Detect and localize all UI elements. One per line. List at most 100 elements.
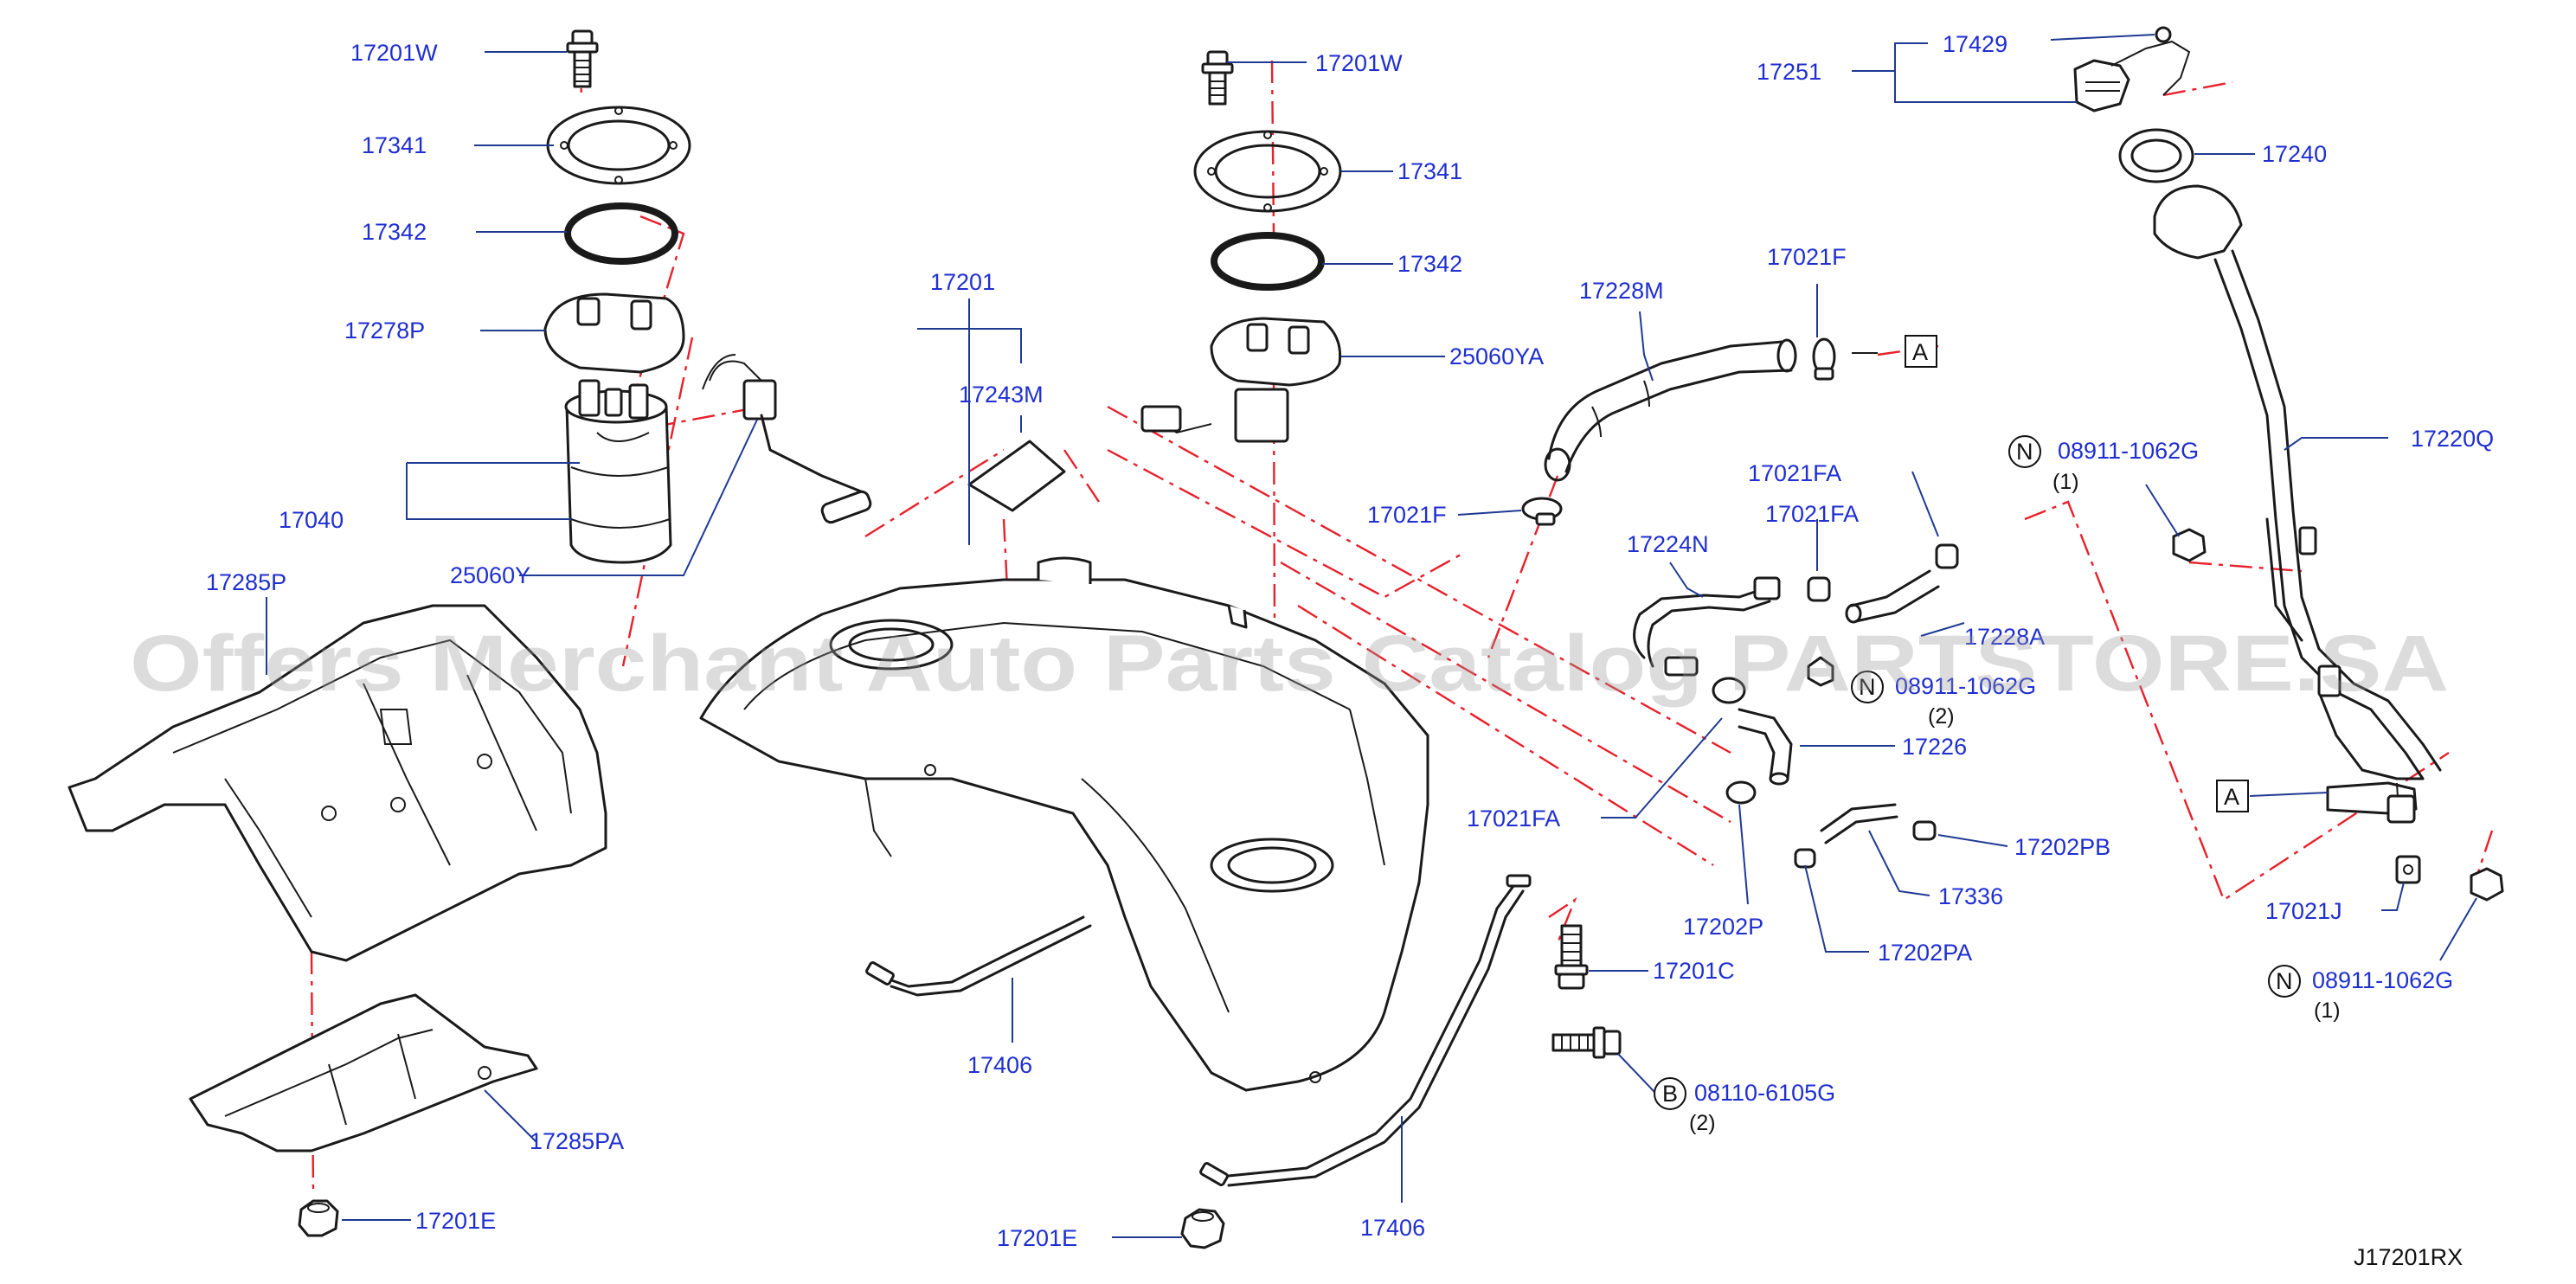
callout-b-letter: B bbox=[1662, 1081, 1678, 1107]
flange-nut-icon bbox=[1807, 656, 1834, 687]
tank-insulator-pad-icon bbox=[967, 440, 1066, 512]
filler-neck-tube-icon bbox=[2153, 184, 2442, 824]
label-17226: 17226 bbox=[1902, 734, 1967, 760]
label-17336: 17336 bbox=[1938, 883, 2003, 909]
label-17021fa-3: 17021FA bbox=[1467, 806, 1560, 831]
nut-icon bbox=[298, 1199, 339, 1237]
label-17021fa-2: 17021FA bbox=[1765, 501, 1859, 527]
callout-b: B bbox=[1654, 1077, 1686, 1110]
diagram-code: J17201RX bbox=[2354, 1244, 2463, 1270]
part-labels: 17201W 17341 17342 17278P 17040 25060Y 1… bbox=[206, 31, 2494, 1251]
leader-lines bbox=[266, 34, 2477, 1238]
callout-n-bottom: N bbox=[2268, 965, 2301, 998]
label-17224n: 17224N bbox=[1627, 531, 1709, 557]
pump-assembly-left bbox=[543, 29, 872, 564]
lock-ring-icon bbox=[1193, 130, 1342, 213]
label-17021f-left: 17021F bbox=[1367, 502, 1447, 528]
fuel-tank-icon bbox=[699, 556, 1429, 1092]
label-17021fa-1: 17021FA bbox=[1748, 460, 1841, 486]
label-17342-center: 17342 bbox=[1397, 251, 1462, 277]
label-17342-left: 17342 bbox=[362, 219, 427, 245]
nut-icon bbox=[1180, 1208, 1225, 1249]
label-17243m: 17243M bbox=[959, 382, 1044, 408]
label-17201c: 17201C bbox=[1653, 958, 1735, 984]
label-25060y: 25060Y bbox=[450, 562, 530, 588]
label-08911-1062g-mid: 08911-1062G bbox=[1895, 673, 2036, 699]
fuel-pump-icon bbox=[564, 379, 672, 564]
label-17201w-center: 17201W bbox=[1315, 50, 1403, 76]
label-17220q: 17220Q bbox=[2411, 426, 2494, 452]
label-17202p: 17202P bbox=[1683, 914, 1763, 940]
label-17341-center: 17341 bbox=[1397, 158, 1462, 184]
label-17240: 17240 bbox=[2262, 141, 2327, 167]
label-17251: 17251 bbox=[1757, 59, 1821, 85]
hose-clamp-icon bbox=[1912, 820, 1937, 841]
hose-clamp-icon bbox=[1712, 677, 1746, 704]
label-17202pb: 17202PB bbox=[2014, 834, 2110, 860]
qty-08911-top: (1) bbox=[2052, 470, 2079, 494]
assembly-lines bbox=[310, 58, 2494, 1195]
hose-clamp-icon bbox=[1935, 543, 1959, 569]
filler-hose-17228M-icon bbox=[1544, 338, 1797, 482]
callout-n-top: N bbox=[2008, 435, 2041, 468]
callout-n-mid: N bbox=[1851, 671, 1884, 703]
label-17285p: 17285P bbox=[206, 569, 286, 595]
bolt-icon bbox=[566, 29, 599, 88]
label-17201e-center: 17201E bbox=[997, 1225, 1077, 1251]
label-17201: 17201 bbox=[930, 269, 995, 295]
watermark-text: Offers Merchant Auto Parts Catalog PARTS… bbox=[130, 620, 2449, 708]
bolt-icon bbox=[1551, 1026, 1622, 1059]
label-17021j: 17021J bbox=[2265, 898, 2342, 924]
callout-a-upper: A bbox=[1905, 335, 1937, 368]
flange-nut-icon bbox=[2172, 528, 2207, 562]
callout-a-letter: A bbox=[2224, 784, 2239, 810]
label-17228a: 17228A bbox=[1964, 624, 2045, 650]
callout-a-lower: A bbox=[2216, 780, 2249, 812]
lock-ring-icon bbox=[546, 106, 691, 185]
bolt-icon bbox=[1201, 50, 1234, 106]
callout-n-letter: N bbox=[2276, 968, 2293, 994]
qty-08911-bottom: (1) bbox=[2314, 998, 2341, 1023]
label-17429: 17429 bbox=[1943, 31, 2007, 57]
label-17201w-left: 17201W bbox=[350, 40, 438, 66]
label-17278p: 17278P bbox=[344, 318, 425, 343]
pump-assembly-center bbox=[1140, 50, 1342, 443]
hose-17336-icon bbox=[1820, 803, 1898, 844]
label-17285pa: 17285PA bbox=[530, 1128, 624, 1154]
label-17040: 17040 bbox=[279, 507, 344, 533]
label-17406-left: 17406 bbox=[967, 1052, 1032, 1078]
heat-shield-lower bbox=[189, 993, 538, 1152]
tank-strap-icon bbox=[1199, 874, 1532, 1187]
bolt-icon bbox=[1554, 924, 1589, 990]
callout-n-letter: N bbox=[2016, 439, 2033, 465]
o-ring-icon bbox=[1211, 232, 1325, 291]
hose-17228A-icon bbox=[1845, 569, 1940, 624]
label-17341-left: 17341 bbox=[362, 132, 427, 158]
filler-seal-ring-icon bbox=[2118, 128, 2194, 183]
o-ring-icon bbox=[564, 202, 678, 265]
hose-clamp-icon bbox=[1521, 497, 1563, 526]
label-17201e-left: 17201E bbox=[415, 1208, 496, 1234]
hose-clamp-icon bbox=[1812, 337, 1836, 381]
hose-17226-icon bbox=[1738, 708, 1793, 786]
tank-strap-icon bbox=[865, 915, 1092, 997]
pump-cover-plate-icon bbox=[543, 292, 685, 374]
callout-n-letter: N bbox=[1859, 674, 1876, 700]
sub-tank-sender-icon bbox=[1140, 317, 1342, 443]
label-17228m: 17228M bbox=[1579, 278, 1664, 304]
qty-08911-mid: (2) bbox=[1928, 704, 1955, 729]
flange-nut-icon bbox=[2470, 867, 2504, 902]
label-08911-1062g-bottom: 08911-1062G bbox=[2312, 967, 2453, 993]
label-17202pa: 17202PA bbox=[1878, 940, 1972, 966]
quantity-labels: (1) (2) (2) (1) bbox=[1689, 470, 2341, 1135]
fuel-level-sender-icon bbox=[702, 354, 872, 524]
bracket-icon bbox=[2395, 855, 2421, 884]
label-08110-6105g: 08110-6105G bbox=[1694, 1080, 1835, 1106]
label-08911-1062g-top: 08911-1062G bbox=[2058, 438, 2199, 464]
vent-hose-17224N-icon bbox=[1633, 576, 1781, 677]
hose-clamp-icon bbox=[1807, 576, 1831, 602]
heat-shield-upper bbox=[67, 604, 607, 962]
callout-a-letter: A bbox=[1912, 339, 1928, 365]
label-17406-right: 17406 bbox=[1360, 1215, 1425, 1241]
filler-cap-icon bbox=[2073, 26, 2191, 112]
